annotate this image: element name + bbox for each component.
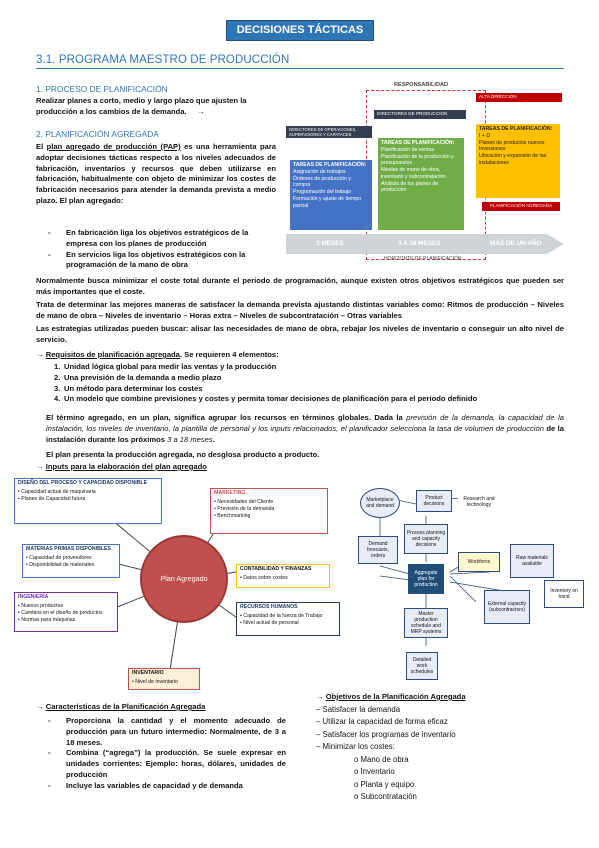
list-item: 2.Una previsión de la demanda a medio pl… [54,372,222,382]
flow-demand: Demand forecasts, orders [358,536,398,564]
horizonte-label: HORIZONTE DE PLANIFICACIÓN [384,256,462,262]
list-item: 3.Un método para determinar los costes [54,383,203,393]
band-mas-ano: MÁS DE UN AÑO [490,240,542,247]
flow-marketplace: Marketplace and demand [360,488,400,518]
directores-produccion-tag: DIRECTORES DE PRODUCCIÓN [374,110,466,119]
planning-horizon-diagram: RESPONSABILIDAD ALTA DIRECCIÓN DIRECTORE… [286,82,564,262]
flow-master: Master production schedule and MRP syste… [404,608,448,638]
input-ingenieria: INGENIERÍA • Nuevos productos• Cambios e… [14,592,118,632]
list-item: Incluye las variables de capacidad y de … [36,781,286,792]
band-3-meses: 3 MESES [316,240,344,247]
list-item: o Planta y equipo [354,779,415,789]
input-inventario: INVENTARIO • Nivel de inventario [128,668,200,690]
variables-paragraph: Trata de determinar las mejores maneras … [36,300,564,320]
caracteristicas-list: Proporciona la cantidad y el momento ade… [36,716,286,791]
estrategias-paragraph: Las estrategias utilizadas pueden buscar… [36,324,564,344]
section-heading: 3.1. PROGRAMA MAESTRO DE PRODUCCIÓN [36,54,290,66]
list-item: En servicios liga los objetivos estratég… [36,250,276,272]
plan-agregado-circle: Plan Agregado [140,535,228,623]
medio-plazo-box: TAREAS DE PLANIFICACIÓN: Planificación d… [378,138,464,230]
flow-workforce: Workforce [458,552,500,572]
flow-detailed: Detailed work schedules [406,652,438,680]
list-item: o Inventario [354,767,395,777]
section-divider [36,68,564,69]
list-item: Proporciona la cantidad y el momento ade… [36,716,286,748]
heading-agregada: 2. PLANIFICACIÓN AGREGADA [36,129,159,139]
list-item: o Mano de obra [354,754,409,764]
page-title: DECISIONES TÁCTICAS [226,20,374,41]
input-contabilidad: CONTABILIDAD Y FINANZAS • Datos sobre co… [236,564,330,588]
flow-external: External capacity (subcontractors) [484,590,530,624]
proceso-text: Realizar planes a corto, medio y largo p… [36,96,247,116]
list-item: 4.Un modelo que combine previsiones y co… [54,394,478,404]
band-3-18-meses: 3 A 18 MESES [398,240,441,247]
input-materias: MATERIAS PRIMAS DISPONIBLES • Capacidad … [22,544,120,578]
list-item: 1.Unidad lógica global para medir las ve… [54,362,277,371]
plan-agregado-tag: PLANIFICACIÓN AGREGADA [482,202,560,211]
largo-plazo-box: TAREAS DE PLANIFICACIÓN: I + D Planes de… [476,124,560,198]
list-item: – Satisfacer los programas de inventario [316,729,456,739]
agregado-paragraph: El término agregado, en un plan, signifi… [46,413,565,444]
list-item: – Satisfacer la demanda [316,705,401,714]
pap-bullets: En fabricación liga los objetivos estrat… [36,228,276,271]
directores-operaciones-tag: DIRECTORES DE OPERACIONES, SUPERVISORES … [286,126,372,139]
list-item: o Subcontratación [354,792,417,802]
horizon-arrow [286,234,564,254]
list-item: – Minimizar los costes: [316,742,395,752]
coste-paragraph: Normalmente busca minimizar el coste tot… [36,276,564,296]
requisitos-heading: → Requisitos de planificación agregada. … [36,350,279,359]
list-item: – Utilizar la capacidad de forma eficaz [316,717,448,727]
objetivos-list: – Satisfacer la demanda – Utilizar la ca… [316,704,566,804]
alta-direccion-tag: ALTA DIRECCIÓN [476,93,562,102]
requisitos-list: 1.Unidad lógica global para medir las ve… [36,362,564,405]
list-item: En fabricación liga los objetivos estrat… [36,228,276,250]
objetivos-heading: → Objetivos de la Planificación Agregada [316,692,466,701]
flow-raw: Raw materials available [510,544,554,578]
corto-plazo-box: TAREAS DE PLANIFICACIÓN: Asignación de t… [290,160,372,230]
flow-inventory: Inventory on hand [544,580,584,608]
input-diseno: DISEÑO DEL PROCESO Y CAPACIDAD DISPONIBL… [14,478,162,524]
input-marketing: MARKETING • Necesidades del Cliente• Pre… [210,488,328,534]
responsabilidad-label: RESPONSABILIDAD [394,82,449,88]
flow-aggregate: Aggregate plan for production [408,564,444,594]
produccion-paragraph: El plan presenta la producción agregada,… [46,450,320,459]
heading-proceso: 1. PROCESO DE PLANIFICACIÓN [36,84,168,94]
input-rrhh: RECURSOS HUMANOS • Capacidad de la fuerz… [236,602,340,636]
flow-process: Process planning and capacity decisions [404,524,448,554]
inputs-heading: → Inputs para la elaboración del plan ag… [36,462,207,471]
flow-product: Product decisions [416,490,452,512]
list-item: Combina (“agrega”) la producción. Se sue… [36,748,286,780]
pap-definition: El plan agregado de producción (PAP) es … [36,142,276,205]
flow-research: Research and technology [458,488,500,516]
caracteristicas-heading: → Características de la Planificación Ag… [36,702,206,711]
